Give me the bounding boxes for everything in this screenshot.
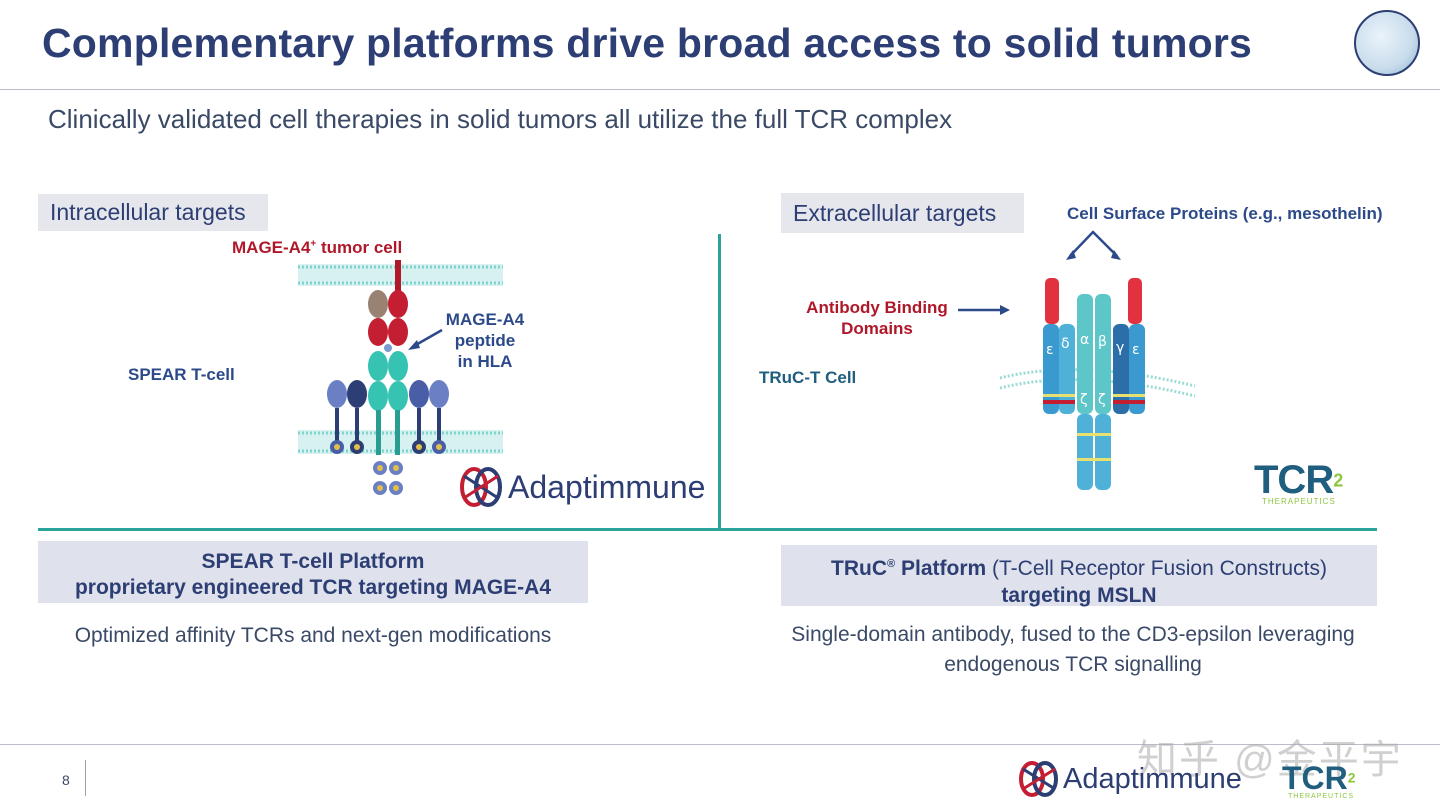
peptide-in-hla-label: MAGE-A4 peptide in HLA [445, 310, 525, 371]
footer-adaptimmune-logo: Adaptimmune [1018, 760, 1242, 798]
page-number-separator [85, 760, 86, 796]
slide-subtitle: Clinically validated cell therapies in s… [48, 104, 953, 134]
greek-delta: δ [1061, 336, 1070, 352]
tumor-cell-label: MAGE-A4+ tumor cell [232, 238, 403, 257]
extracellular-targets-label: Extracellular targets [781, 193, 1024, 233]
antibody-binding-domains-label: Antibody Binding Domains [806, 298, 948, 338]
tcr2-logo-sup: 2 [1333, 470, 1344, 491]
greek-beta: β [1098, 334, 1107, 350]
tcr2-logo-subtitle: THERAPEUTICS [1262, 497, 1336, 506]
footer-tcr2-subtitle: THERAPEUTICS [1288, 793, 1355, 800]
slide-title: Complementary platforms drive broad acce… [42, 20, 1253, 66]
page-number: 8 [62, 772, 70, 788]
tcr2-logo: TCR2 THERAPEUTICS [1254, 458, 1364, 506]
adaptimmune-logo-text: Adaptimmune [508, 468, 706, 505]
footer-tcr2-logo: TCR2 THERAPEUTICS [1282, 760, 1382, 800]
spear-tcell-diagram [298, 260, 503, 495]
greek-alpha: α [1080, 332, 1089, 348]
truc-description: Single-domain antibody, fused to the CD3… [791, 623, 1355, 676]
greek-zeta-right: ζ [1098, 392, 1106, 408]
greek-epsilon-left: ε [1046, 342, 1054, 358]
adaptimmune-mark-icon [460, 467, 502, 507]
footer-adaptimmune-text: Adaptimmune [1063, 762, 1242, 795]
spear-description: Optimized affinity TCRs and next-gen mod… [74, 624, 552, 647]
watermark: 知乎 @金平宇 [1137, 738, 1403, 782]
tcell-membrane [298, 430, 503, 454]
footer-adaptimmune-mark-icon [1019, 761, 1058, 797]
footer-tcr2-sup: 2 [1347, 769, 1356, 786]
section-divider-horizontal [38, 528, 1377, 531]
intracellular-targets-label: Intracellular targets [38, 194, 268, 231]
greek-epsilon-right: ε [1132, 342, 1140, 358]
cell-surface-proteins-label: Cell Surface Proteins (e.g., mesothelin) [1067, 204, 1383, 223]
spear-platform-subtitle: proprietary engineered TCR targeting MAG… [74, 576, 552, 599]
tcr2-logo-text: TCR [1254, 458, 1334, 502]
greek-zeta-left: ζ [1080, 392, 1088, 408]
truc-t-cell-label: TRuC-T Cell [759, 368, 857, 387]
truc-platform-box: TRuC® Platform (T-Cell Receptor Fusion C… [781, 545, 1377, 607]
spear-platform-title: SPEAR T-cell Platform [201, 550, 425, 573]
adaptimmune-logo: Adaptimmune [458, 466, 705, 508]
truc-tcell-diagram: ε δ α β γ ε ζ ζ [958, 230, 1196, 490]
truc-platform-subtitle: targeting MSLN [1001, 584, 1157, 607]
title-divider [0, 89, 1440, 90]
spear-platform-box: SPEAR T-cell Platform proprietary engine… [38, 541, 588, 603]
spear-tcell-label: SPEAR T-cell [128, 365, 235, 384]
section-divider-vertical [718, 234, 721, 528]
footer-divider [0, 744, 1440, 745]
greek-gamma: γ [1116, 340, 1124, 356]
footer-tcr2-text: TCR [1282, 760, 1348, 796]
truc-platform-title: TRuC® Platform (T-Cell Receptor Fusion C… [831, 557, 1327, 580]
company-seal-logo [1354, 10, 1420, 76]
